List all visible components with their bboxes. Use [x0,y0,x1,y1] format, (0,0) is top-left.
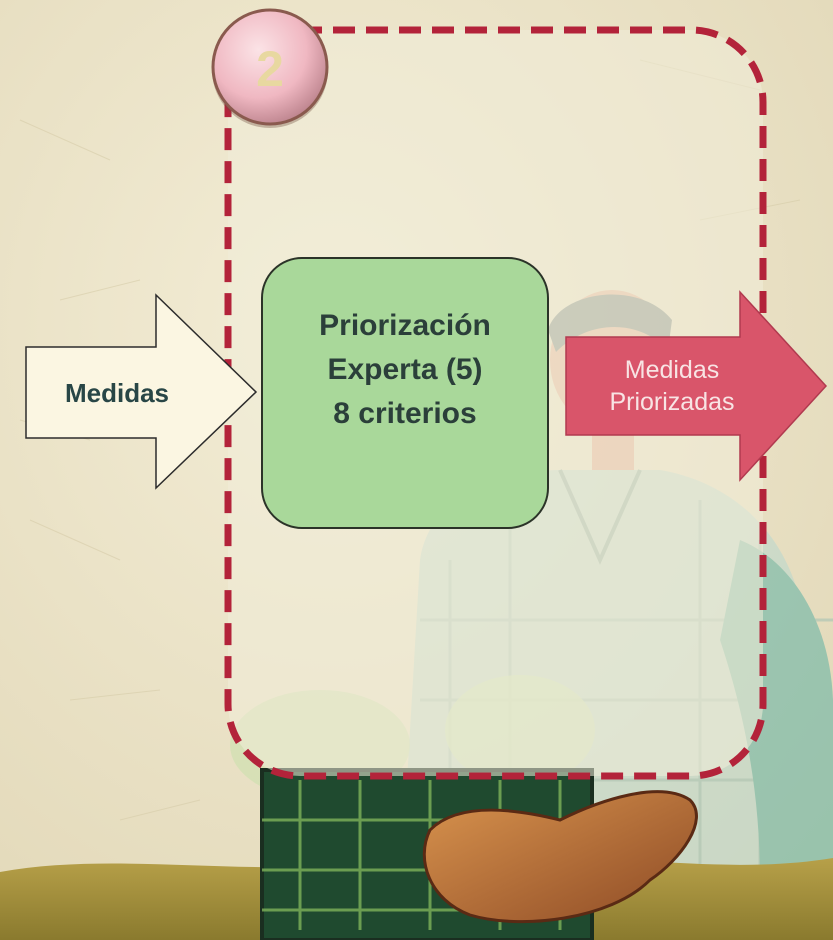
output-arrow-line-2: Priorizadas [609,388,734,416]
process-line-3: 8 criterios [333,397,476,430]
step-badge: 2 [211,8,329,128]
process-box: Priorización Experta (5) 8 criterios [261,257,549,529]
process-line-1: Priorización [319,309,491,342]
input-arrow-label: Medidas [65,378,169,408]
process-line-2: Experta (5) [327,353,482,386]
output-arrow: Medidas Priorizadas [565,290,828,482]
glove [422,790,698,924]
step-number: 2 [256,41,284,97]
output-arrow-line-1: Medidas [625,356,720,384]
input-arrow: Medidas [25,293,258,490]
